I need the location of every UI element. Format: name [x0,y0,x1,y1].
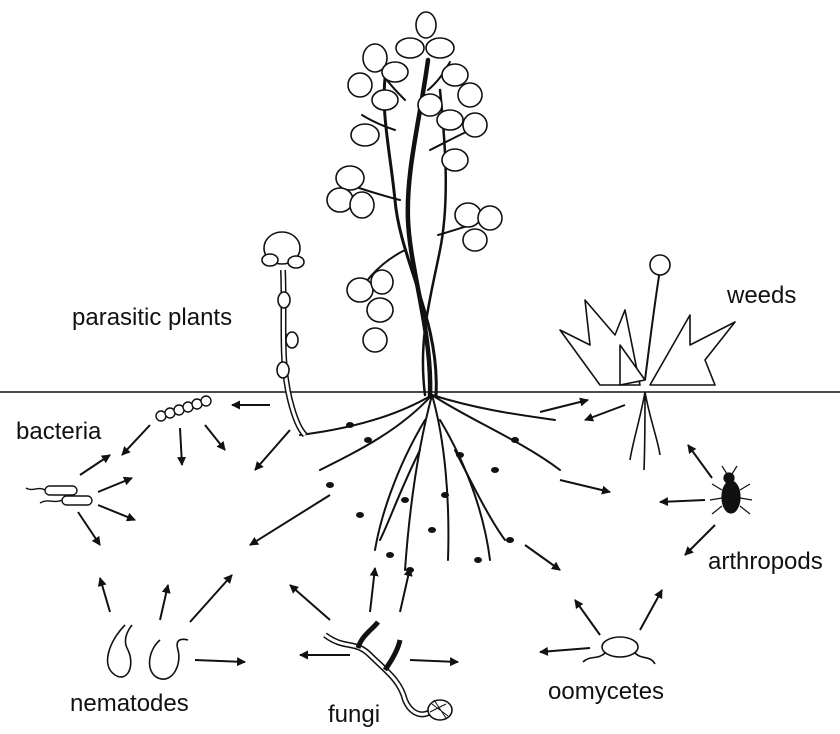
arrow [370,568,375,612]
arrow [100,578,110,612]
oomycete-icon [583,637,655,664]
arrow [80,455,110,475]
label-arthropods: arthropods [708,550,823,574]
arrow [575,600,600,635]
label-bacteria: bacteria [16,420,101,444]
interaction-arrows [78,400,715,662]
weed-icon [560,255,735,470]
arrow [250,495,330,545]
arrow [540,648,590,652]
bacteria-icon [26,396,211,505]
arrow [195,660,245,662]
arrow [560,480,610,492]
nematode-icon [108,625,188,679]
arrow [525,545,560,570]
arrow [640,590,662,630]
label-fungi: fungi [328,703,380,727]
label-weeds: weeds [727,284,796,308]
host-plant-icon [300,12,560,573]
label-parasitic-plants: parasitic plants [72,306,232,330]
arrow [78,512,100,545]
arrow [410,660,458,662]
arrow [660,500,705,502]
arrow [98,505,135,520]
arrow [400,568,410,612]
arrow [98,478,132,492]
arrow [205,425,225,450]
arrow [585,405,625,420]
arrow [180,428,182,465]
label-nematodes: nematodes [70,692,189,716]
arrow [160,585,168,620]
arrow [190,575,232,622]
arrow [688,445,712,478]
arrow [290,585,330,620]
label-oomycetes: oomycetes [548,680,664,704]
arrow [540,400,588,412]
arthropod-icon [710,466,752,514]
arrow [255,430,290,470]
arrow [122,425,150,455]
